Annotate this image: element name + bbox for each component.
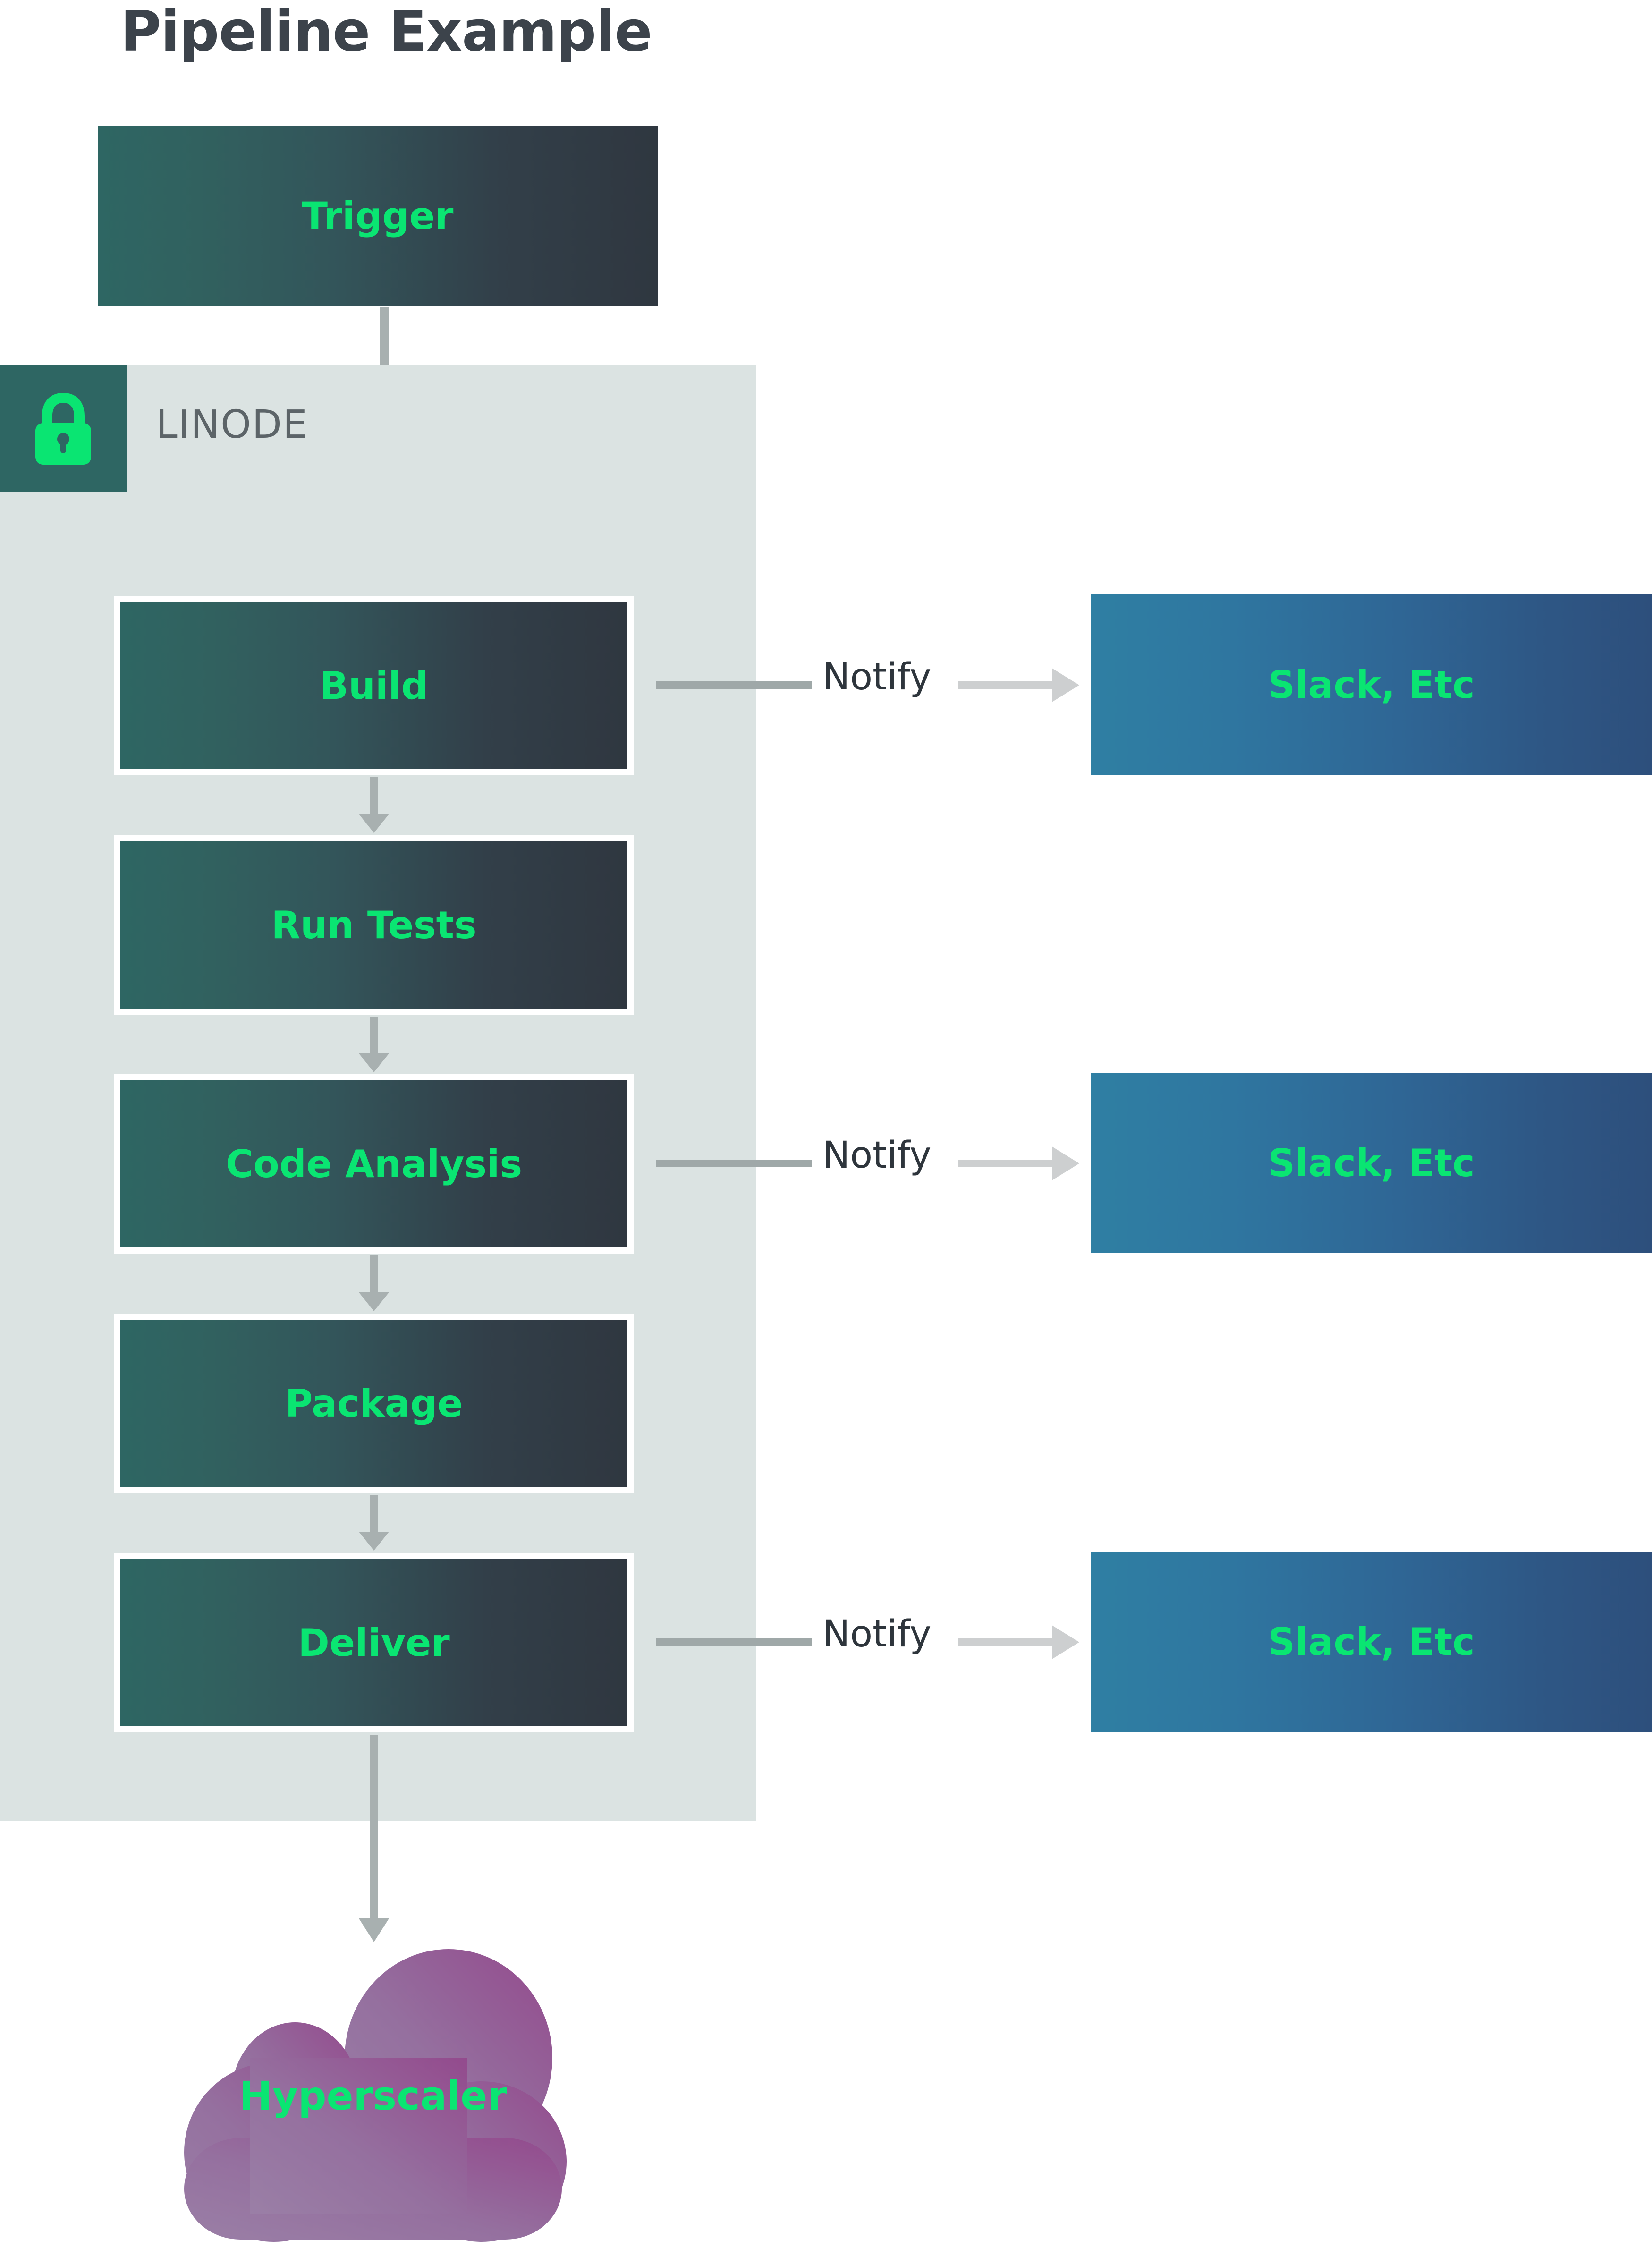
node-deliver[interactable]: Deliver bbox=[114, 1553, 634, 1732]
node-slack-etc-label: Slack, Etc bbox=[1268, 1620, 1475, 1664]
region-linode-label: LINODE bbox=[156, 402, 308, 447]
node-slack-etc-2[interactable]: Slack, Etc bbox=[1091, 1073, 1652, 1253]
node-slack-etc-1[interactable]: Slack, Etc bbox=[1091, 594, 1652, 775]
arrow-deliver-to-hyperscaler bbox=[359, 1735, 389, 1943]
connector-line-right bbox=[958, 681, 1053, 689]
node-hyperscaler[interactable] bbox=[132, 1940, 614, 2242]
arrow-package-to-deliver bbox=[359, 1495, 389, 1552]
node-package[interactable]: Package bbox=[114, 1314, 634, 1493]
node-slack-etc-3[interactable]: Slack, Etc bbox=[1091, 1552, 1652, 1732]
arrow-run-tests-to-code-analysis bbox=[359, 1017, 389, 1073]
node-slack-etc-label: Slack, Etc bbox=[1268, 662, 1475, 707]
node-code-analysis-label: Code Analysis bbox=[225, 1142, 523, 1186]
arrow-shaft bbox=[370, 777, 378, 817]
arrow-code-analysis-to-package bbox=[359, 1255, 389, 1312]
page-title: Pipeline Example bbox=[120, 0, 652, 64]
arrow-head bbox=[359, 1053, 389, 1072]
arrow-shaft bbox=[370, 1495, 378, 1535]
connector-line-left bbox=[656, 1160, 812, 1167]
notify-label: Notify bbox=[822, 1134, 932, 1177]
node-hyperscaler-label: Hyperscaler bbox=[239, 2073, 507, 2119]
lock-icon bbox=[0, 365, 127, 492]
node-trigger[interactable]: Trigger bbox=[98, 126, 658, 306]
arrow-head bbox=[359, 1532, 389, 1551]
arrow-head-right-icon bbox=[1052, 1146, 1079, 1180]
arrow-shaft bbox=[370, 1735, 378, 1920]
node-package-label: Package bbox=[285, 1381, 463, 1425]
node-build[interactable]: Build bbox=[114, 596, 634, 775]
node-build-label: Build bbox=[319, 663, 429, 708]
notify-label: Notify bbox=[822, 656, 932, 698]
connector-line-right bbox=[958, 1638, 1053, 1646]
connector-line-left bbox=[656, 681, 812, 689]
arrow-build-to-run-tests bbox=[359, 777, 389, 834]
connector-line-right bbox=[958, 1160, 1053, 1167]
arrow-head bbox=[359, 1292, 389, 1311]
arrow-head bbox=[359, 814, 389, 833]
node-deliver-label: Deliver bbox=[298, 1620, 450, 1665]
node-trigger-label: Trigger bbox=[302, 194, 454, 238]
node-slack-etc-label: Slack, Etc bbox=[1268, 1141, 1475, 1185]
arrow-head bbox=[359, 1918, 389, 1942]
arrow-shaft bbox=[370, 1017, 378, 1056]
arrow-head-right-icon bbox=[1052, 668, 1079, 702]
notify-label: Notify bbox=[822, 1613, 932, 1655]
arrow-head-right-icon bbox=[1052, 1625, 1079, 1659]
node-run-tests[interactable]: Run Tests bbox=[114, 835, 634, 1015]
connector-line-left bbox=[656, 1638, 812, 1646]
node-code-analysis[interactable]: Code Analysis bbox=[114, 1074, 634, 1254]
arrow-shaft bbox=[370, 1255, 378, 1295]
node-run-tests-label: Run Tests bbox=[271, 903, 477, 947]
